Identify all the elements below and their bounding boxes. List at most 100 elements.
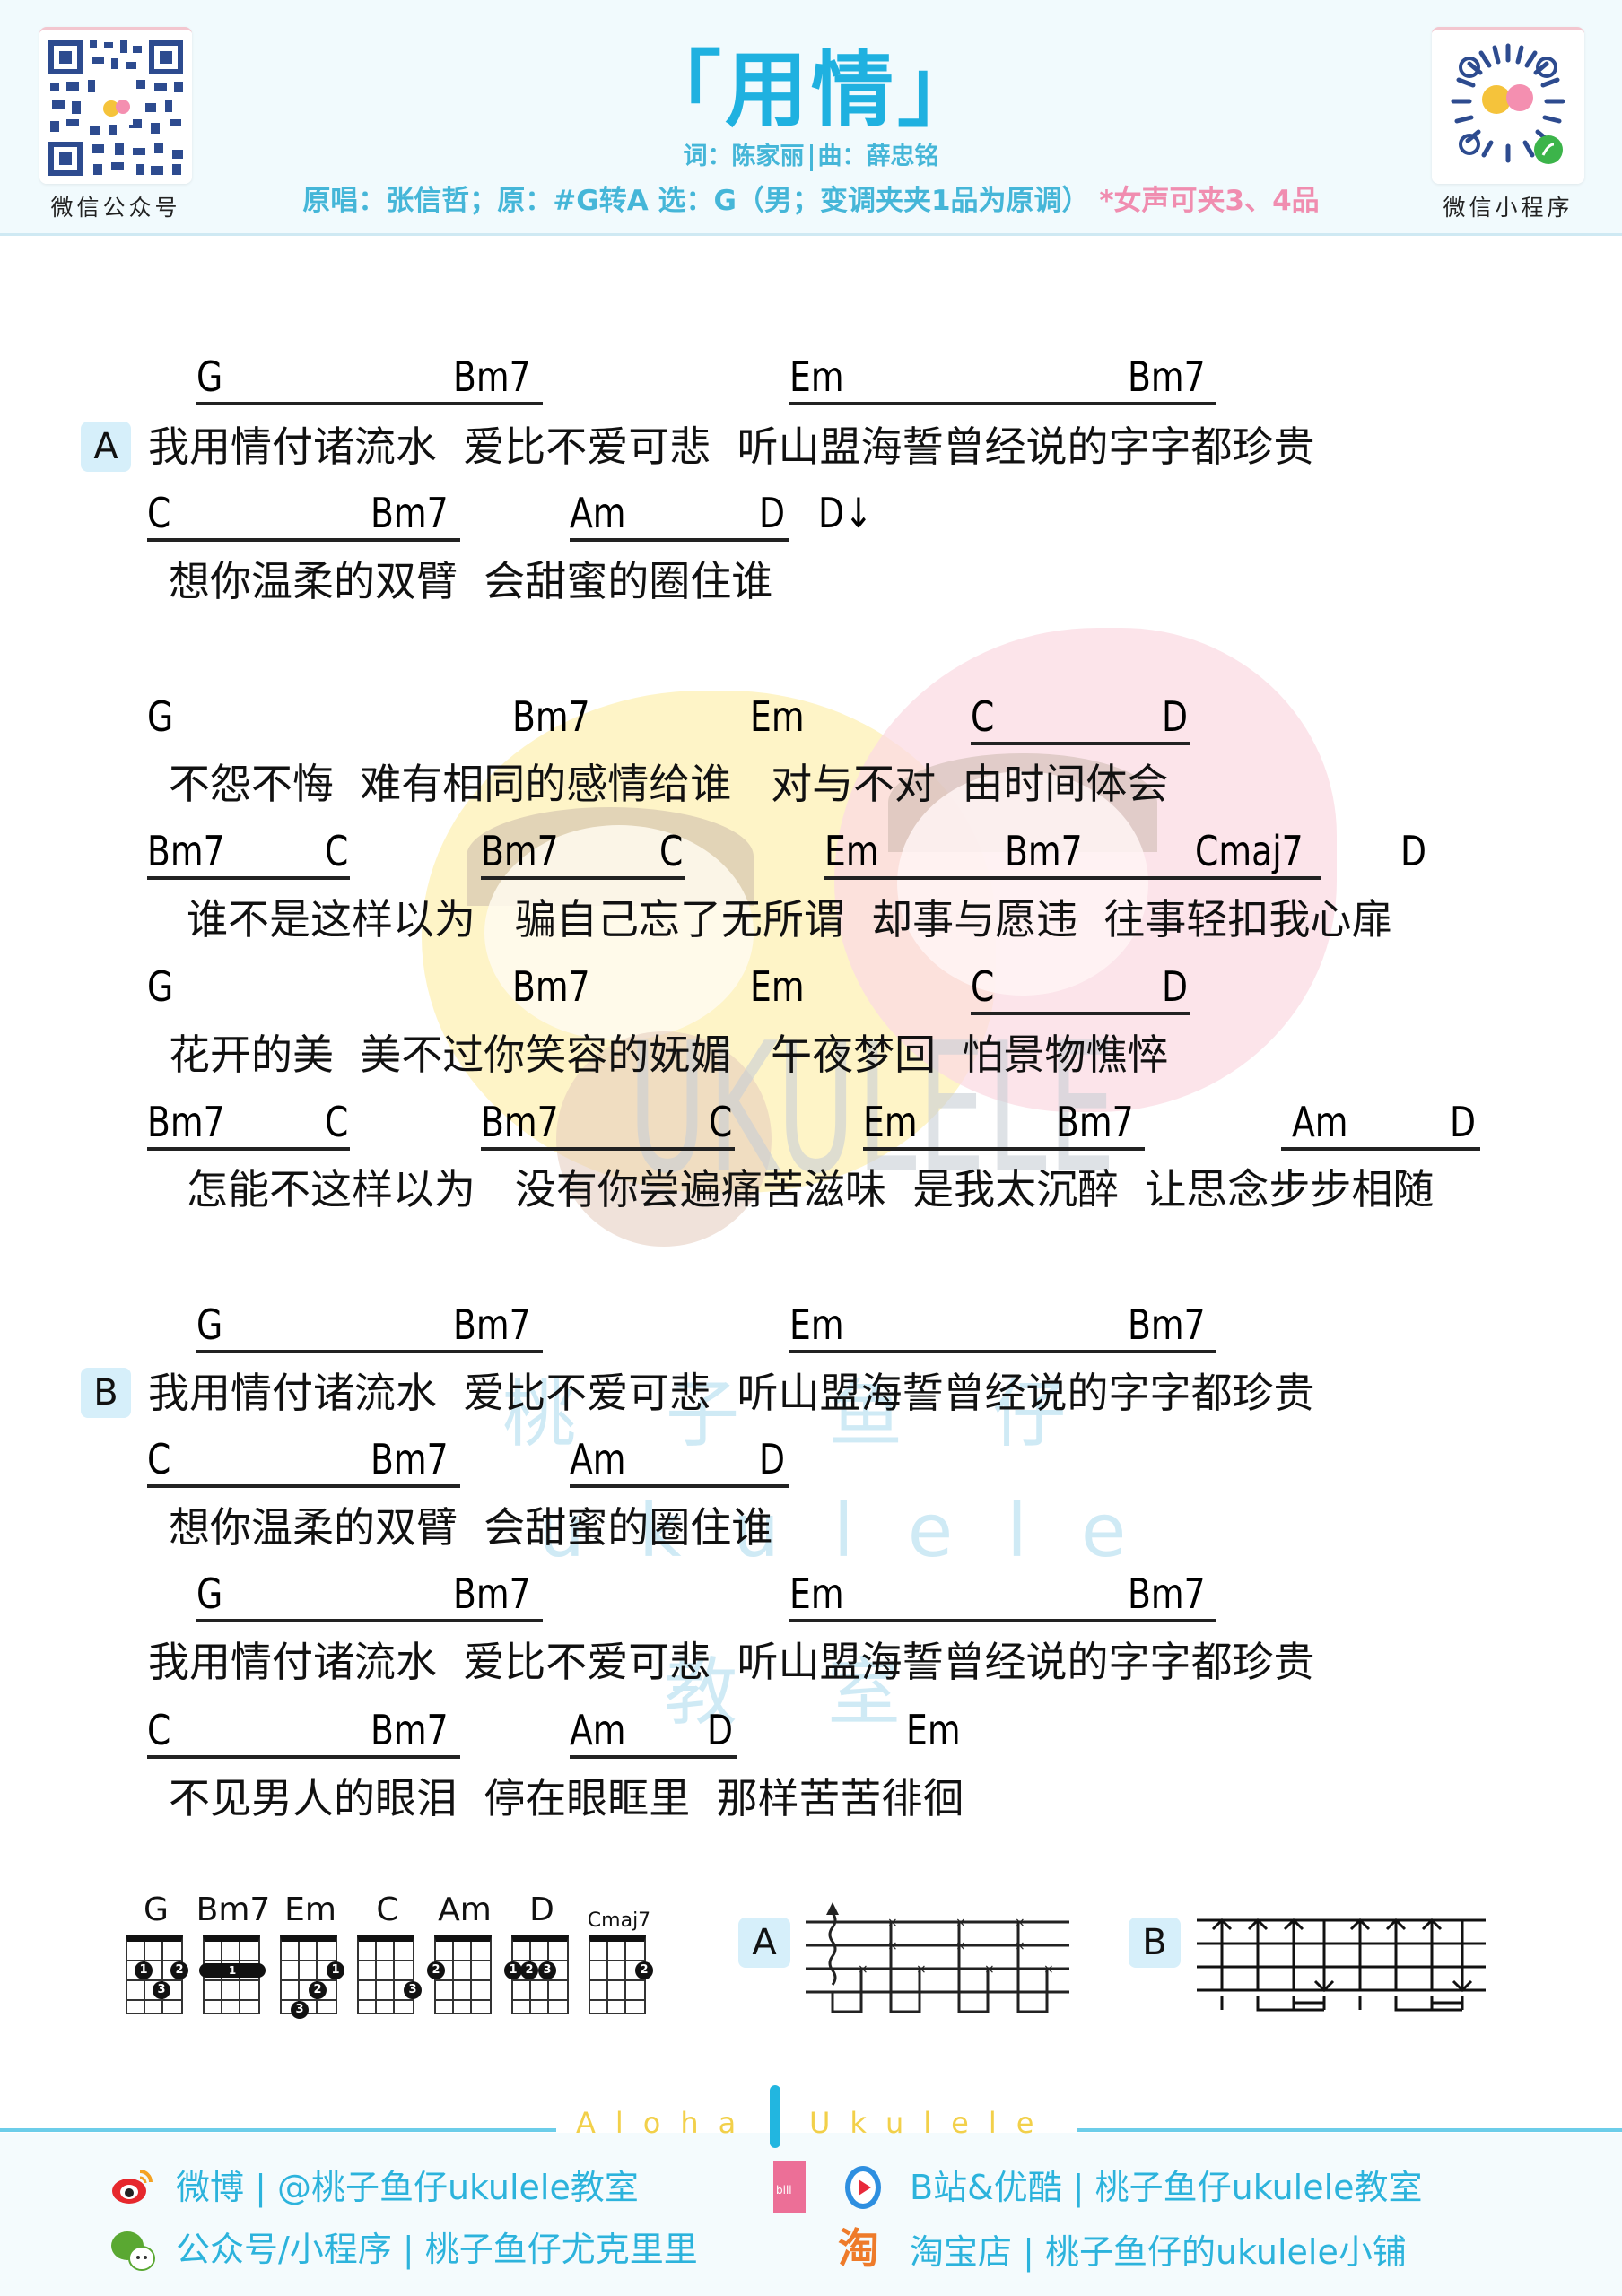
chord: C <box>709 1098 733 1146</box>
chord: Am <box>570 1706 626 1754</box>
svg-text:×: × <box>955 1939 966 1953</box>
lyric-line: 想你温柔的双臂 会甜蜜的圈住谁 <box>169 1503 773 1552</box>
chord: D <box>707 1706 734 1754</box>
chord-underline <box>824 876 1321 880</box>
qr-right-label: 微信小程序 <box>1432 190 1584 224</box>
chord: Bm7 <box>147 1098 225 1146</box>
chord: Am <box>570 1435 626 1483</box>
wechat-mini-program-code <box>1432 27 1584 184</box>
lyric-line: 我用情付诸流水 爱比不爱可悲 听山盟海誓曾经说的字字都珍贵 <box>148 1369 1315 1417</box>
svg-text:×: × <box>887 1916 898 1930</box>
fretboard: 3 <box>357 1935 422 2014</box>
svg-text:×: × <box>1015 1916 1025 1930</box>
composer: 曲：薛忠铭 <box>817 143 939 170</box>
chord-underline <box>147 876 350 880</box>
chord-underline <box>789 1350 1216 1353</box>
svg-text:bili: bili <box>776 2184 792 2196</box>
fretboard: 1 <box>199 1935 266 2014</box>
footer-wechat-link[interactable]: 公众号/小程序 | 桃子鱼仔尤克里里 <box>176 2230 698 2269</box>
finger-dot: 2 <box>635 1961 653 1979</box>
chord: C <box>659 827 684 875</box>
chord: D <box>1450 1098 1477 1146</box>
fretboard: 2 <box>427 1935 492 2014</box>
chord: C <box>147 489 171 537</box>
chord-underline <box>147 1755 460 1759</box>
chord: Em <box>789 352 844 401</box>
fingerpicking-pattern-icon: ×××× ××× ××× <box>806 1902 1069 2013</box>
lyric-line: 我用情付诸流水 爱比不爱可悲 听山盟海誓曾经说的字字都珍贵 <box>148 1638 1315 1686</box>
chord-underline <box>863 1147 1145 1151</box>
chord: Em <box>824 827 879 875</box>
section-badge-b: B <box>81 1368 131 1418</box>
footer-taobao-link[interactable]: 淘宝店 | 桃子鱼仔的ukulele小铺 <box>910 2232 1407 2272</box>
svg-text:×: × <box>858 1962 868 1977</box>
chord: Em <box>789 1300 844 1349</box>
chord: Em <box>906 1706 961 1754</box>
chord: Bm7 <box>512 692 590 741</box>
pattern-badge-a: A <box>738 1918 790 1968</box>
chord-underline <box>196 1350 543 1353</box>
chord-underline <box>789 402 1216 405</box>
chord: Bm7 <box>481 827 559 875</box>
svg-text:×: × <box>955 1916 966 1930</box>
svg-text:×: × <box>887 1939 898 1953</box>
bilibili-icon: bili <box>773 2161 806 2217</box>
ukulele-logo-icon <box>770 2085 780 2148</box>
footer-divider <box>1077 2128 1622 2132</box>
chord-diagram-name: Am <box>438 1892 492 1928</box>
chord-diagram-name: G <box>144 1892 169 1928</box>
lyricist: 词：陈家丽 <box>683 143 805 170</box>
fretboard: 2 <box>589 1935 653 2014</box>
chord: D <box>759 1435 786 1483</box>
pattern-badge-b: B <box>1129 1918 1181 1968</box>
svg-text:×: × <box>1043 1962 1054 1977</box>
taobao-icon: 淘 <box>838 2224 879 2273</box>
key-info: 原唱：张信哲；原：#G转A 选：G（男；变调夹夹1品为原调） *女声可夹3、4品 <box>0 178 1622 218</box>
finger-dot: 2 <box>427 1961 445 1979</box>
song-title: 「用情」 <box>638 42 983 138</box>
finger-dot: 3 <box>291 2001 309 2019</box>
lyric-line: 我用情付诸流水 爱比不爱可悲 听山盟海誓曾经说的字字都珍贵 <box>148 422 1315 471</box>
chord: Em <box>750 962 805 1011</box>
chord: G <box>147 962 174 1011</box>
footer-divider <box>0 2128 556 2132</box>
chord: C <box>325 827 349 875</box>
finger-dot: 1 <box>504 1961 522 1979</box>
qr-left-label: 微信公众号 <box>39 190 192 224</box>
footer <box>0 2133 1622 2296</box>
female-capo-note: *女声可夹3、4品 <box>1099 185 1320 217</box>
chord: G <box>147 692 174 741</box>
chord: Am <box>1292 1098 1348 1146</box>
fretboard: 1 2 3 <box>504 1935 569 2014</box>
footer-bilibili-youku-link[interactable]: B站&优酷 | 桃子鱼仔ukulele教室 <box>910 2168 1423 2207</box>
chord: D <box>1162 962 1189 1011</box>
chord-underline <box>971 742 1190 745</box>
chord: Bm7 <box>453 1570 531 1618</box>
chord-strum-down: D↓ <box>818 489 873 537</box>
chord: G <box>196 1570 223 1618</box>
chord-underline <box>481 876 685 880</box>
chord: Cmaj7 <box>1195 827 1304 875</box>
svg-text:×: × <box>916 1962 927 1977</box>
footer-brand-right: Ukulele <box>809 2106 1054 2140</box>
footer-brand-left: Aloha <box>576 2106 756 2140</box>
footer-weibo-link[interactable]: 微博 | @桃子鱼仔ukulele教室 <box>176 2168 639 2207</box>
finger-dot: 2 <box>309 1981 327 1999</box>
chord: Em <box>750 692 805 741</box>
chord-underline <box>196 402 543 405</box>
chord-diagram-name: C <box>376 1892 399 1928</box>
chord-underline <box>570 1484 789 1488</box>
chord: Bm7 <box>1128 1300 1206 1349</box>
chord: D <box>1162 692 1189 741</box>
header: 微信公众号 「用情」 词：陈家丽曲：薛忠铭 原唱：张信哲；原：#G转A 选：G（… <box>0 0 1622 236</box>
chord: G <box>196 1300 223 1349</box>
chord: Bm7 <box>453 1300 531 1349</box>
chord-underline <box>481 1147 735 1151</box>
finger-dot: 3 <box>153 1981 170 1999</box>
finger-dot: 3 <box>404 1981 422 1999</box>
key-info-text: 原唱：张信哲；原：#G转A 选：G（男；变调夹夹1品为原调） <box>302 185 1090 217</box>
chord-diagram-name: D <box>529 1892 554 1928</box>
chord: C <box>147 1435 171 1483</box>
fretboard: 1 2 3 <box>126 1935 188 2014</box>
